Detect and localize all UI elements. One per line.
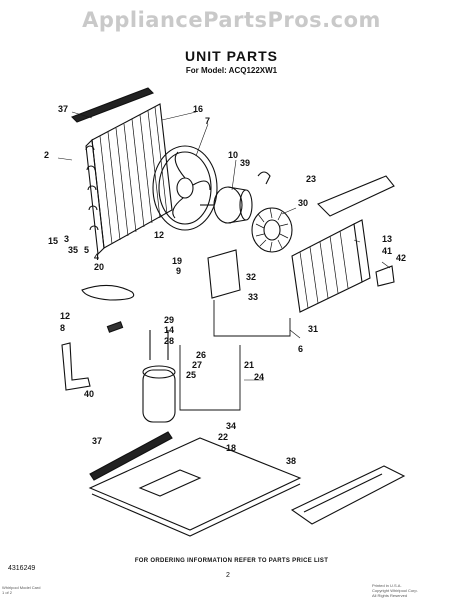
callout-29: 29 <box>164 315 175 325</box>
callout-42: 42 <box>396 253 407 263</box>
callout-40: 40 <box>84 389 95 399</box>
capacitor-strap <box>106 321 124 333</box>
callout-19: 19 <box>172 256 183 266</box>
callout-12-top: 12 <box>154 230 165 240</box>
condenser-coil <box>85 103 173 256</box>
page-number: 2 <box>226 572 230 579</box>
fine-print-left-line: 1 of 2 <box>2 590 13 595</box>
callout-5: 5 <box>84 245 90 255</box>
wire-harness <box>81 284 135 301</box>
motor-clip <box>257 171 271 185</box>
fine-print-right-line: All Rights Reserved <box>372 593 408 598</box>
callout-10: 10 <box>228 150 239 160</box>
callout-16: 16 <box>193 104 204 114</box>
callout-14: 14 <box>164 325 175 335</box>
callout-26: 26 <box>196 350 207 360</box>
callout-15: 15 <box>48 236 59 246</box>
fine-print-right-line: Copyright Whirlpool Corp. <box>372 588 418 593</box>
blower-cover <box>317 175 395 217</box>
callout-23: 23 <box>306 174 317 184</box>
callout-31: 31 <box>308 324 319 334</box>
callout-13: 13 <box>382 234 393 244</box>
model-subtitle: For Model: ACQ122XW1 <box>185 66 278 75</box>
callout-12-bottom: 12 <box>60 311 71 321</box>
callout-32: 32 <box>246 272 257 282</box>
callout-38: 38 <box>286 456 297 466</box>
mounting-bracket <box>61 342 91 391</box>
callout-41: 41 <box>382 246 393 256</box>
callout-6: 6 <box>298 344 304 354</box>
callout-37-bottom: 37 <box>92 436 103 446</box>
evaporator-coil <box>291 219 371 313</box>
compressor <box>142 330 176 423</box>
foam-strip-bottom <box>89 431 173 481</box>
callout-33: 33 <box>248 292 259 302</box>
document-number: 4316249 <box>8 565 36 572</box>
callout-7: 7 <box>205 116 211 126</box>
callout-2: 2 <box>44 150 50 160</box>
callout-3: 3 <box>64 234 70 244</box>
callout-39: 39 <box>240 158 251 168</box>
refrigerant-tubing <box>179 300 291 411</box>
fine-print-right: Printed in U.S.A. Copyright Whirlpool Co… <box>372 583 460 598</box>
base-pan <box>88 437 302 537</box>
foam-strip-top <box>71 87 154 123</box>
drain-pan <box>290 465 406 525</box>
callout-37-top: 37 <box>58 104 69 114</box>
callout-18: 18 <box>226 443 237 453</box>
callout-34: 34 <box>226 421 237 431</box>
callout-24: 24 <box>254 372 265 382</box>
callout-22: 22 <box>218 432 229 442</box>
callout-21: 21 <box>244 360 255 370</box>
callout-27: 27 <box>192 360 203 370</box>
bracket <box>375 265 395 287</box>
site-watermark: AppliancePartsPros.com <box>82 8 381 32</box>
fine-print-right-line: Printed in U.S.A. <box>372 583 402 588</box>
callout-35: 35 <box>68 245 79 255</box>
callout-4: 4 <box>94 252 100 262</box>
callout-25: 25 <box>186 370 197 380</box>
blower-wheel <box>251 207 293 253</box>
ordering-info-note: FOR ORDERING INFORMATION REFER TO PARTS … <box>134 558 329 564</box>
motor-mount <box>207 249 241 299</box>
callout-8: 8 <box>60 323 66 333</box>
callout-28: 28 <box>164 336 175 346</box>
leader-lines <box>57 111 391 381</box>
condenser-fan-blade <box>152 145 218 231</box>
fine-print-left-line: Whirlpool Model Card <box>2 585 41 590</box>
page-title: UNIT PARTS <box>185 48 278 64</box>
callout-20: 20 <box>94 262 105 272</box>
callout-9: 9 <box>176 266 182 276</box>
callout-30: 30 <box>298 198 309 208</box>
fan-motor <box>200 186 253 224</box>
fine-print-left: Whirlpool Model Card 1 of 2 <box>2 585 40 595</box>
